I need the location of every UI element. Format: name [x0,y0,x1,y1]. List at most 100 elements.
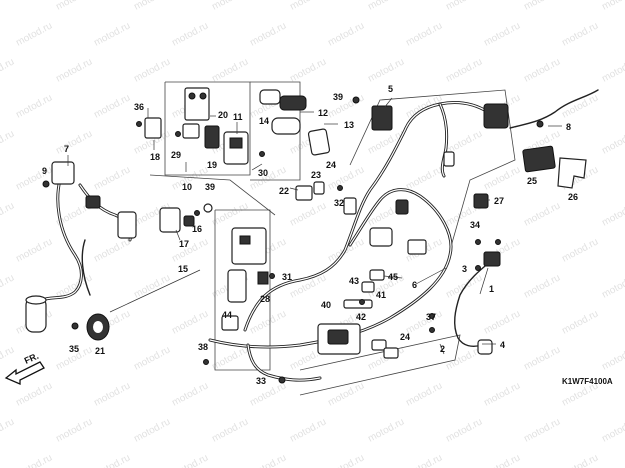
callout-39: 39 [333,92,343,102]
callout-15: 15 [178,264,188,274]
callout-10: 10 [182,182,192,192]
watermark-text: motod.ru [600,56,625,84]
callout-38: 38 [198,342,208,352]
callout-19: 19 [207,160,217,170]
watermark-text: motod.ru [482,452,522,468]
watermark-text: motod.ru [366,416,406,444]
main-harness [40,89,599,382]
watermark-text: motod.ru [560,92,600,120]
callout-39b: 39 [205,182,215,192]
watermark-text: motod.ru [170,452,210,468]
callout-36: 36 [134,102,144,112]
watermark-text: motod.ru [404,380,444,408]
watermark-text: motod.ru [170,380,210,408]
watermark-text: motod.ru [522,56,562,84]
watermark-text: motod.ru [210,56,250,84]
callout-4: 4 [500,340,505,350]
callout-labels: 1 2 3 4 5 6 7 8 9 10 11 12 13 14 15 16 1… [42,84,578,386]
watermark-text: motod.ru [444,416,484,444]
watermark-text: motod.ru [522,416,562,444]
watermark-text: motod.ru [132,416,172,444]
callout-29: 29 [171,150,181,160]
callout-41: 41 [376,290,386,300]
callout-3: 3 [462,264,467,274]
callout-28: 28 [260,294,270,304]
watermark-text: motod.ru [404,308,444,336]
watermark-text: motod.ru [248,308,288,336]
callout-24b: 24 [400,332,410,342]
watermark-text: motod.ru [132,344,172,372]
watermark-text: motod.ru [444,56,484,84]
callout-45: 45 [388,272,398,282]
watermark-text: motod.ru [560,236,600,264]
watermark-text: motod.ru [288,56,328,84]
watermark-text: motod.ru [54,56,94,84]
watermark-text: motod.ru [248,20,288,48]
watermark-text: motod.ru [92,380,132,408]
watermark-text: motod.ru [132,0,172,13]
callout-43: 43 [349,276,359,286]
watermark-text: motod.ru [92,236,132,264]
watermark-text: motod.ru [0,0,16,13]
callout-33: 33 [256,376,266,386]
callout-5: 5 [388,84,393,94]
group-box-lower [299,334,461,396]
watermark-text: motod.ru [522,200,562,228]
callout-6: 6 [412,280,417,290]
watermark-text: motod.ru [482,164,522,192]
watermark-text: motod.ru [210,0,250,13]
callout-27: 27 [494,196,504,206]
callout-7: 7 [64,144,69,154]
callout-13: 13 [344,120,354,130]
watermark-text: motod.ru [0,56,16,84]
callout-11: 11 [233,112,243,122]
group-box-12 [250,81,301,181]
watermark-text: motod.ru [210,416,250,444]
watermark-text: motod.ru [482,20,522,48]
callout-17: 17 [179,239,189,249]
watermark-text: motod.ru [0,200,16,228]
callout-26: 26 [568,192,578,202]
watermark-text: motod.ru [0,416,16,444]
watermark-text: motod.ru [522,344,562,372]
callout-32: 32 [334,198,344,208]
watermark-text: motod.ru [404,164,444,192]
callout-14: 14 [259,116,269,126]
watermark-text: motod.ru [560,452,600,468]
watermark-text: motod.ru [288,416,328,444]
watermark-text: motod.ru [14,452,54,468]
watermark-text: motod.ru [366,56,406,84]
watermark-text: motod.ru [600,344,625,372]
watermark-text: motod.ru [0,128,16,156]
watermark-text: motod.ru [404,452,444,468]
watermark-text: motod.ru [14,20,54,48]
callout-30: 30 [258,168,268,178]
watermark-text: motod.ru [132,56,172,84]
watermark-text: motod.ru [248,380,288,408]
watermark-text: motod.ru [600,128,625,156]
callout-31: 31 [282,272,292,282]
watermark-text: motod.ru [366,0,406,13]
watermark-text: motod.ru [0,344,16,372]
watermark-text: motod.ru [92,20,132,48]
watermark-text: motod.ru [248,452,288,468]
watermark-text: motod.ru [14,164,54,192]
watermark-text: motod.ru [326,452,366,468]
watermark-text: motod.ru [0,272,16,300]
watermark-text: motod.ru [170,20,210,48]
part-shapes [25,87,587,384]
watermark-text: motod.ru [444,0,484,13]
watermark-text: motod.ru [326,20,366,48]
watermark-text: motod.ru [560,308,600,336]
watermark-text: motod.ru [482,308,522,336]
watermark-text: motod.ru [14,92,54,120]
watermark-text: motod.ru [54,416,94,444]
callout-40: 40 [321,300,331,310]
watermark-text: motod.ru [522,272,562,300]
watermark-text: motod.ru [54,128,94,156]
diagram-code: K1W7F4100A [562,377,613,386]
callout-21: 21 [95,346,105,356]
callout-25: 25 [527,176,537,186]
callout-20: 20 [218,110,228,120]
